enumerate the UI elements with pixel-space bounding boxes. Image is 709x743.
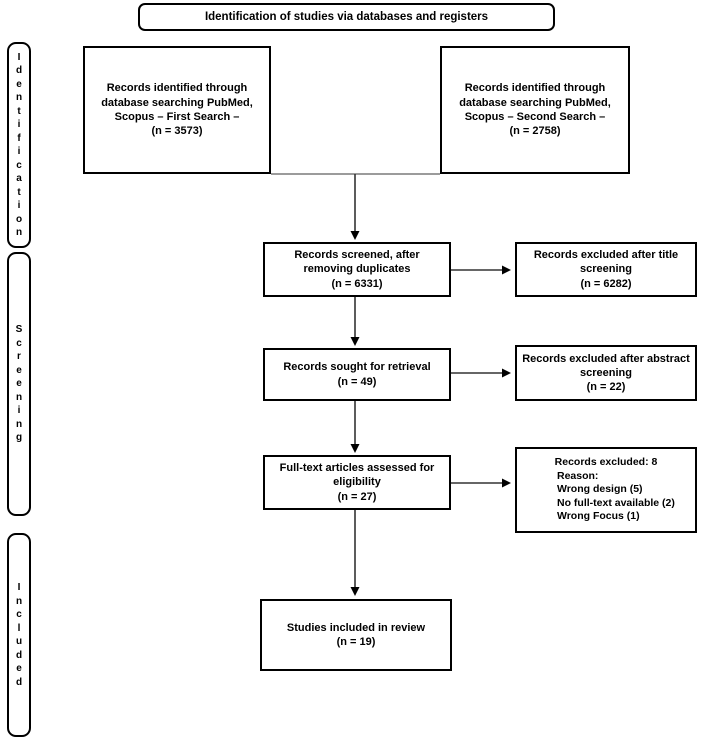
box-records-screened-text: Records screened, after removing duplica… [294,249,420,290]
box-excluded-fulltext-reasons: Reason: Wrong design (5) No full-text av… [557,469,675,523]
box-records-sought: Records sought for retrieval (n = 49) [263,348,451,401]
title-banner: Identification of studies via databases … [138,3,555,31]
phase-label-screening: S c r e e n i n g [7,252,31,516]
box-studies-included: Studies included in review (n = 19) [260,599,452,671]
phase-label-identification-text: I d e n t i f i c a t i o n [15,51,23,239]
phase-label-included-text: I n c l u d e d [15,582,23,688]
box-excluded-after-title: Records excluded after title screening (… [515,242,697,297]
box-excluded-fulltext-header: Records excluded: 8 [554,456,658,469]
box-fulltext-assessed-text: Full-text articles assessed for eligibil… [279,462,435,503]
box-records-search-second-text: Records identified through database sear… [459,82,611,138]
box-excluded-after-abstract: Records excluded after abstract screenin… [515,345,697,401]
title-banner-text: Identification of studies via databases … [204,11,489,23]
box-excluded-fulltext: Records excluded: 8 Reason: Wrong design… [515,447,697,533]
phase-label-included: I n c l u d e d [7,533,31,737]
box-records-search-first: Records identified through database sear… [83,46,271,174]
box-records-sought-text: Records sought for retrieval (n = 49) [283,361,431,388]
box-records-search-first-text: Records identified through database sear… [101,82,253,138]
box-studies-included-text: Studies included in review (n = 19) [286,621,426,648]
box-excluded-after-abstract-text: Records excluded after abstract screenin… [522,352,690,394]
phase-label-screening-text: S c r e e n i n g [15,324,23,444]
box-records-screened: Records screened, after removing duplica… [263,242,451,297]
box-records-search-second: Records identified through database sear… [440,46,630,174]
box-excluded-fulltext-content: Records excluded: 8 Reason: Wrong design… [517,456,695,523]
phase-label-identification: I d e n t i f i c a t i o n [7,42,31,248]
box-fulltext-assessed: Full-text articles assessed for eligibil… [263,455,451,510]
box-excluded-after-title-text: Records excluded after title screening (… [533,249,679,290]
